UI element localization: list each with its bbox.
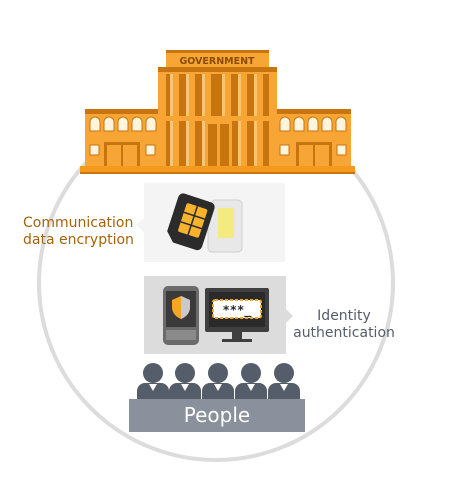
sim-card-icon — [167, 193, 243, 253]
people-label: People — [183, 403, 251, 427]
shield-phone-icon — [163, 286, 199, 345]
identity-label-line2: authentication — [293, 325, 395, 341]
identity-label-line1: Identity — [317, 308, 371, 324]
identity-label: Identity authentication — [290, 308, 398, 342]
people-bar — [129, 399, 305, 432]
encryption-label-line2: data encryption — [23, 232, 134, 248]
government-building-icon — [80, 50, 355, 174]
password-monitor-icon — [205, 288, 269, 342]
password-mask-text: ***_ — [223, 303, 253, 318]
government-sign: GOVERNMENT — [179, 56, 255, 67]
encryption-label-line1: Communication — [23, 215, 134, 231]
people-group-icon — [129, 363, 305, 432]
encryption-label: Communication data encryption — [23, 215, 134, 249]
